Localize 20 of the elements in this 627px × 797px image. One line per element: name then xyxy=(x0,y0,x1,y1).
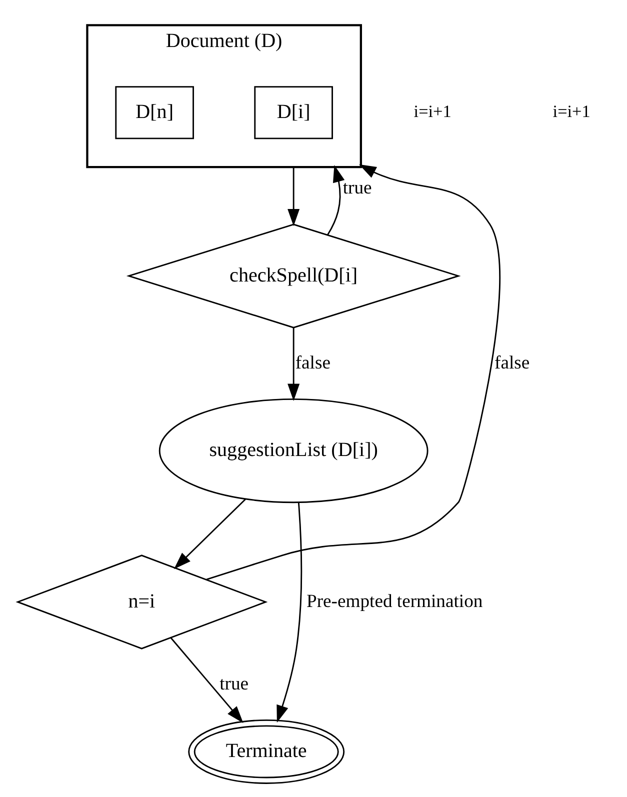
arrow xyxy=(326,164,344,236)
node-diamond: checkSpell(D[i] xyxy=(126,224,460,328)
label: i=i+1 xyxy=(413,102,451,122)
edge-label: false xyxy=(494,352,530,374)
edge-label: Pre-empted termination xyxy=(306,590,482,612)
node-ellipse: suggestionList (D[i]) xyxy=(158,398,428,504)
edge-label: true xyxy=(219,673,248,694)
edge-label: true xyxy=(342,177,372,198)
node-diamond: n=i xyxy=(15,554,268,650)
node-box: D[i] xyxy=(254,86,332,140)
arrow xyxy=(276,502,302,723)
arrow xyxy=(173,498,246,570)
arrow xyxy=(287,328,300,401)
edge-label: false xyxy=(294,352,330,374)
node-ellipse: Terminate xyxy=(188,719,344,784)
arrow xyxy=(287,167,300,226)
node-box: D[n] xyxy=(114,86,194,140)
label: i=i+1 xyxy=(552,102,590,122)
arrow xyxy=(170,637,243,724)
arrow xyxy=(206,164,500,580)
